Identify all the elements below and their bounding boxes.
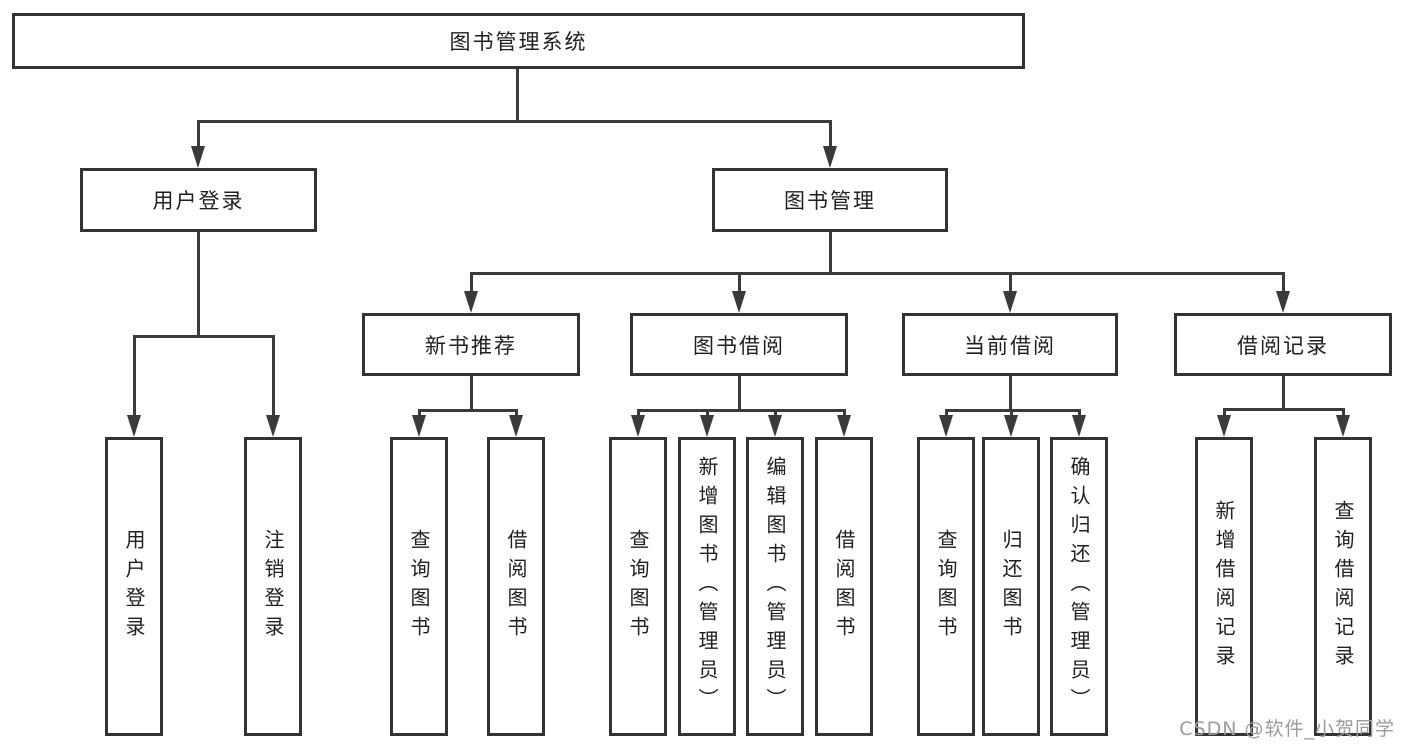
leaf-confirm-return-admin: 确认归还（管理员） <box>1050 437 1108 736</box>
connector-borrow-records-branch <box>1223 408 1345 411</box>
node-label: 新书推荐 <box>425 333 517 358</box>
node-label: 查询图书 <box>626 528 650 645</box>
arrow-to-leaf <box>836 409 852 437</box>
arrow-to-logout-leaf <box>265 335 281 437</box>
node-user-login: 用户登录 <box>80 168 317 232</box>
leaf-query-borrow-record: 查询借阅记录 <box>1314 437 1372 736</box>
connector-level3-branch <box>470 272 1285 275</box>
arrow-to-book-management <box>822 120 838 168</box>
arrow-to-current-borrow <box>1002 272 1018 313</box>
connector-level2-branch <box>197 120 832 123</box>
arrow-to-leaf <box>699 409 715 437</box>
connector-user-login-branch <box>133 335 275 338</box>
arrow-to-leaf <box>508 409 524 437</box>
node-label: 借阅记录 <box>1237 333 1329 358</box>
node-label: 借阅图书 <box>832 528 856 645</box>
connector-borrow-records-stem <box>1282 376 1285 408</box>
arrow-to-login-leaf <box>126 335 142 437</box>
connector-book-borrow-branch <box>637 409 846 412</box>
leaf-query-books-current: 查询图书 <box>917 437 975 736</box>
node-label: 图书管理系统 <box>449 30 588 54</box>
watermark: CSDN @软件_小贺同学 <box>1179 718 1395 740</box>
node-label: 注销登录 <box>261 528 285 645</box>
node-book-borrow: 图书借阅 <box>630 313 848 376</box>
arrow-to-borrow-records <box>1275 272 1291 313</box>
leaf-query-books-recommend: 查询图书 <box>390 437 448 736</box>
node-current-borrow: 当前借阅 <box>902 313 1118 376</box>
leaf-query-books-borrow: 查询图书 <box>609 437 667 736</box>
arrow-to-leaf <box>767 409 783 437</box>
arrow-to-leaf <box>938 409 954 437</box>
node-label: 查询图书 <box>407 528 431 645</box>
arrow-to-leaf <box>1335 408 1351 437</box>
node-label: 编辑图书（管理员） <box>763 456 787 717</box>
arrow-to-leaf <box>411 409 427 437</box>
node-borrow-records: 借阅记录 <box>1174 313 1392 376</box>
node-new-book-recommend: 新书推荐 <box>362 313 580 376</box>
node-label: 查询图书 <box>934 528 958 645</box>
node-book-management: 图书管理 <box>712 168 948 232</box>
node-label: 归还图书 <box>999 528 1023 645</box>
leaf-logout: 注销登录 <box>244 437 302 736</box>
connector-current-borrow-branch <box>945 409 1081 412</box>
connector-trunk <box>516 69 519 120</box>
node-label: 当前借阅 <box>964 333 1056 358</box>
leaf-user-login: 用户登录 <box>105 437 163 736</box>
node-label: 借阅图书 <box>504 528 528 645</box>
leaf-add-borrow-record: 新增借阅记录 <box>1195 437 1253 736</box>
leaf-borrow-books: 借阅图书 <box>815 437 873 736</box>
arrow-to-leaf <box>1071 409 1087 437</box>
node-label: 查询借阅记录 <box>1331 499 1355 674</box>
connector-book-management-stem <box>829 232 832 272</box>
connector-book-borrow-stem <box>738 376 741 409</box>
arrow-to-leaf <box>1003 409 1019 437</box>
connector-new-book-branch <box>418 409 518 412</box>
arrow-to-new-book-recommend <box>463 272 479 313</box>
leaf-add-books-admin: 新增图书（管理员） <box>678 437 736 736</box>
node-label: 用户登录 <box>122 528 146 645</box>
node-label: 新增图书（管理员） <box>695 456 719 717</box>
node-label: 图书借阅 <box>693 333 785 358</box>
node-label: 用户登录 <box>152 189 245 213</box>
arrow-to-book-borrow <box>731 272 747 313</box>
leaf-borrow-books-recommend: 借阅图书 <box>487 437 545 736</box>
arrow-to-leaf <box>1216 408 1232 437</box>
connector-user-login-stem <box>197 232 200 335</box>
node-label: 新增借阅记录 <box>1212 499 1236 674</box>
node-library-management-system: 图书管理系统 <box>12 13 1025 69</box>
leaf-return-books: 归还图书 <box>982 437 1040 736</box>
leaf-edit-books-admin: 编辑图书（管理员） <box>746 437 804 736</box>
connector-current-borrow-stem <box>1009 376 1012 409</box>
arrow-to-user-login <box>190 120 206 168</box>
arrow-to-leaf <box>630 409 646 437</box>
node-label: 确认归还（管理员） <box>1067 456 1091 717</box>
node-label: 图书管理 <box>784 189 876 213</box>
connector-new-book-stem <box>470 376 473 409</box>
